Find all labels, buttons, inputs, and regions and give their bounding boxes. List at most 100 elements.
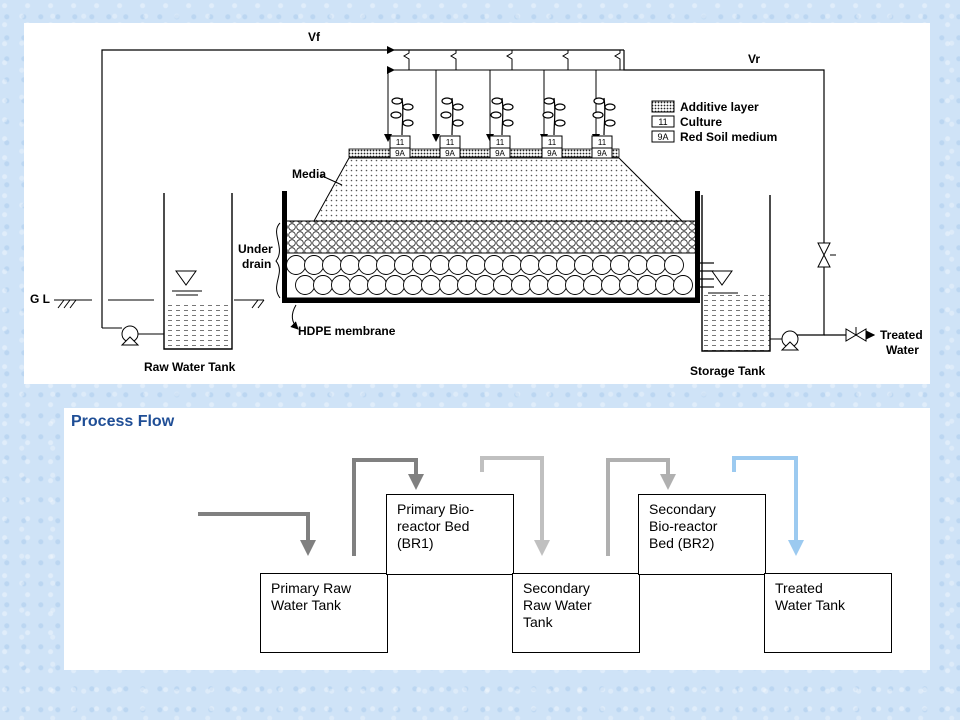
drain-stone — [628, 255, 648, 275]
box-secondary-raw-water-tank: Secondary Raw Water Tank — [512, 573, 640, 653]
ground-level-label: G L — [30, 292, 50, 306]
drain-stone — [574, 255, 594, 275]
drain-stone — [403, 275, 423, 295]
drain-stone — [655, 275, 675, 295]
drain-stone — [367, 275, 387, 295]
raw-water-tank-label: Raw Water Tank — [144, 360, 236, 374]
vr-label: Vr — [748, 52, 760, 66]
box-treated-water-tank: Treated Water Tank — [764, 573, 892, 653]
under-drain-label-1: Under — [238, 242, 273, 256]
process-flow-arrows — [198, 456, 804, 556]
storage-tank — [701, 195, 771, 352]
system-schematic-panel: Vf Vr — [24, 23, 930, 384]
legend-symbol-culture: 11 — [658, 117, 667, 127]
drain-stone — [430, 255, 450, 275]
medium-code-4: 9A — [547, 149, 557, 158]
drain-stone — [664, 255, 684, 275]
box-primary-raw-water-tank: Primary Raw Water Tank — [260, 573, 388, 653]
drain-stone — [358, 255, 378, 275]
culture-code-1: 11 — [396, 138, 405, 147]
box-primary-bioreactor-bed: Primary Bio- reactor Bed (BR1) — [386, 494, 514, 575]
culture-boxes — [348, 135, 620, 159]
drain-stone — [646, 255, 666, 275]
drain-stone — [412, 255, 432, 275]
hdpe-membrane-label: HDPE membrane — [298, 324, 396, 338]
storage-tank-label: Storage Tank — [690, 364, 765, 378]
medium-code-5: 9A — [597, 149, 607, 158]
drain-stone — [304, 255, 324, 275]
flow-arrow-1 — [198, 512, 316, 556]
drain-stone — [475, 275, 495, 295]
drain-stone — [547, 275, 567, 295]
treated-water-label-2: Water — [886, 343, 919, 357]
culture-code-3: 11 — [496, 138, 505, 147]
media-label: Media — [292, 167, 326, 181]
under-drain-label-2: drain — [242, 257, 271, 271]
drain-stone — [457, 275, 477, 295]
drain-stone — [331, 275, 351, 295]
drain-stone — [349, 275, 369, 295]
medium-code-1: 9A — [395, 149, 405, 158]
raw-water-tank — [163, 193, 233, 350]
drain-stone — [610, 255, 630, 275]
drain-stone — [673, 275, 693, 295]
drain-stone — [601, 275, 621, 295]
drain-stone — [448, 255, 468, 275]
drain-stone — [421, 275, 441, 295]
drain-stone — [340, 255, 360, 275]
drain-stone — [637, 275, 657, 295]
box-treated-text: Treated Water Tank — [775, 580, 846, 613]
drain-stone — [583, 275, 603, 295]
distribution-manifold — [384, 46, 624, 142]
legend-red-soil: Red Soil medium — [680, 130, 777, 144]
treated-water-label-1: Treated — [880, 328, 923, 342]
valve-icon-outlet — [845, 327, 867, 342]
culture-code-4: 11 — [548, 138, 557, 147]
drain-stone — [295, 275, 315, 295]
flow-arrow-2 — [352, 458, 424, 556]
plant-group — [390, 97, 616, 136]
storage-pump-icon — [770, 330, 800, 351]
vf-label: Vf — [308, 30, 321, 44]
drain-stone — [592, 255, 612, 275]
valve-icon-upper — [817, 242, 836, 268]
box-primary-raw-text: Primary Raw Water Tank — [271, 580, 352, 613]
medium-code-2: 9A — [445, 149, 455, 158]
box-secondary-bioreactor-bed: Secondary Bio-reactor Bed (BR2) — [638, 494, 766, 575]
bioreactor-bed — [282, 157, 714, 303]
process-flow-title: Process Flow — [71, 413, 175, 430]
drain-stone — [484, 255, 504, 275]
drain-stone — [493, 275, 513, 295]
ground-level — [54, 299, 265, 309]
drain-stone — [619, 275, 639, 295]
drain-stone — [520, 255, 540, 275]
drain-stone — [313, 275, 333, 295]
flow-arrow-3 — [480, 456, 550, 556]
drain-stone — [385, 275, 405, 295]
box-br1-text: Primary Bio- reactor Bed (BR1) — [397, 501, 475, 551]
drain-stone — [466, 255, 486, 275]
culture-code-2: 11 — [446, 138, 455, 147]
legend-symbol-medium: 9A — [657, 132, 668, 142]
drain-stone — [439, 275, 459, 295]
medium-code-3: 9A — [495, 149, 505, 158]
drain-stone — [511, 275, 531, 295]
process-flow-panel: Process Flow Primary Raw Water Tank Prim… — [64, 408, 930, 670]
drain-stone — [538, 255, 558, 275]
box-secondary-raw-text: Secondary Raw Water Tank — [523, 580, 592, 630]
legend-additive: Additive layer — [680, 100, 759, 114]
legend: 11 9A Additive layer Culture Red Soil me… — [651, 100, 777, 144]
drain-stone — [565, 275, 585, 295]
drain-stone — [376, 255, 396, 275]
culture-code-5: 11 — [598, 138, 607, 147]
flow-arrow-5 — [732, 456, 804, 556]
drain-stone — [502, 255, 522, 275]
drain-stone — [556, 255, 576, 275]
flow-arrow-4 — [606, 458, 676, 556]
box-br2-text: Secondary Bio-reactor Bed (BR2) — [649, 501, 718, 551]
drain-stone — [286, 255, 306, 275]
drain-stone — [394, 255, 414, 275]
legend-culture: Culture — [680, 115, 722, 129]
system-schematic-svg: Vf Vr — [30, 30, 923, 378]
drain-stone — [322, 255, 342, 275]
